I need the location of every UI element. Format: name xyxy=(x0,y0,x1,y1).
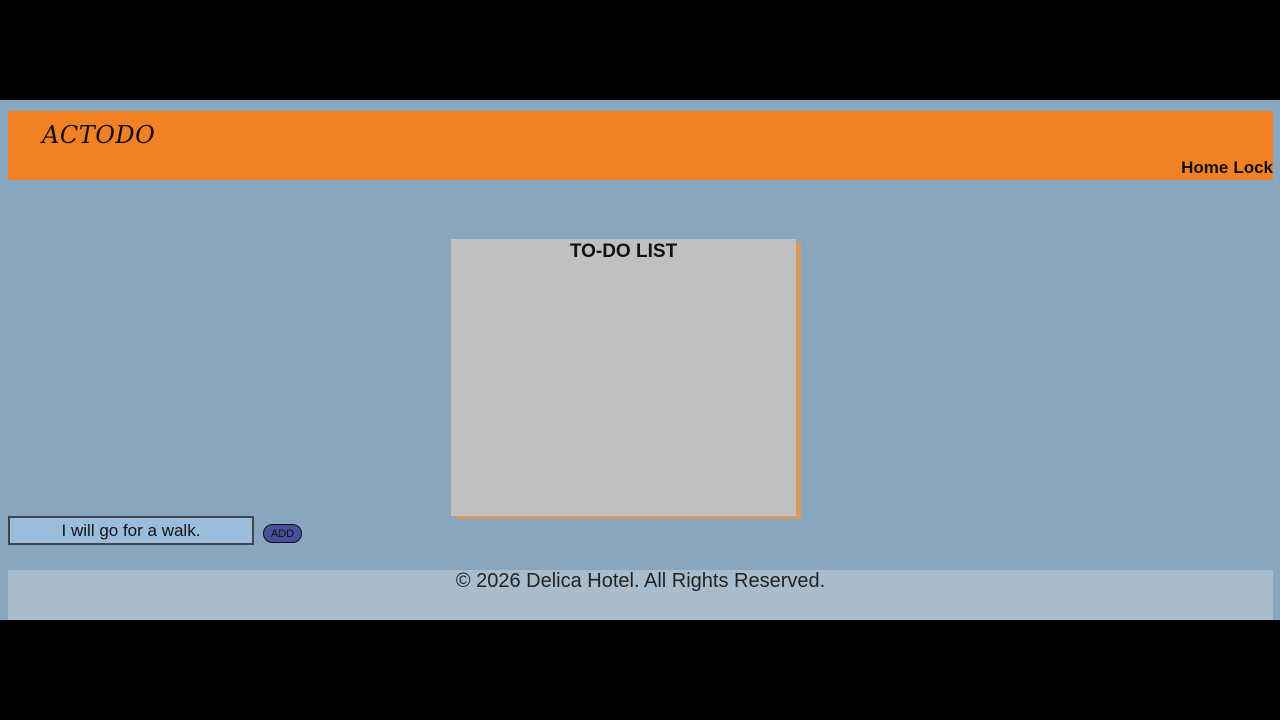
add-button[interactable]: ADD xyxy=(263,524,302,543)
brand-logo: ACTODO xyxy=(42,121,156,149)
nav-menu: Home Lock xyxy=(1181,158,1273,178)
todo-list-card: TO-DO LIST xyxy=(451,239,796,516)
todo-list-title: TO-DO LIST xyxy=(569,241,678,262)
nav-link-home[interactable]: Home xyxy=(1181,158,1229,177)
todo-input[interactable] xyxy=(8,516,254,545)
letterbox-bottom xyxy=(0,620,1280,720)
page: ACTODO Home Lock TO-DO LIST ADD © 2026 D… xyxy=(0,100,1280,620)
footer: © 2026 Delica Hotel. All Rights Reserved… xyxy=(8,570,1273,620)
footer-copyright: © 2026 Delica Hotel. All Rights Reserved… xyxy=(455,570,826,592)
header-bar: ACTODO Home Lock xyxy=(8,111,1273,180)
letterbox-top xyxy=(0,0,1280,100)
nav-link-lock[interactable]: Lock xyxy=(1233,158,1273,177)
